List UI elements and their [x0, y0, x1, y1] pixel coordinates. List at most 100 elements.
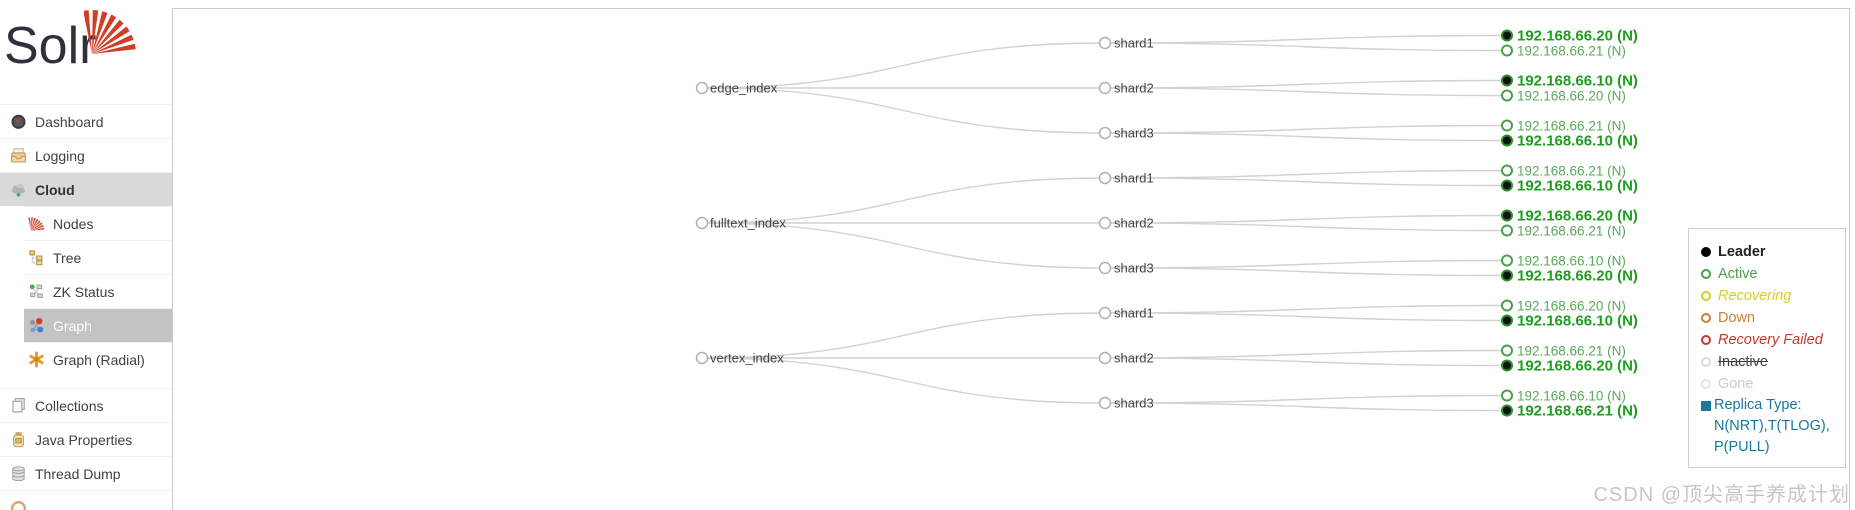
replica-host: 192.168.66.10 (N) [1517, 313, 1638, 330]
replica-node-active[interactable] [1501, 224, 1513, 237]
replica-node-active[interactable] [1501, 119, 1513, 132]
legend-label: Leader [1718, 244, 1766, 260]
sidebar-item-thread-dump[interactable]: Thread Dump [0, 456, 172, 490]
shard-node[interactable] [1098, 261, 1112, 275]
edge-collection-shard [701, 357, 1106, 404]
replica-node-leader[interactable] [1501, 29, 1513, 42]
collection-node[interactable] [695, 81, 709, 95]
watermark: CSDN @顶尖高手养成计划 [1593, 484, 1850, 506]
legend-square-icon [1701, 401, 1711, 411]
shard-node[interactable] [1098, 171, 1112, 185]
replica-node-leader[interactable] [1501, 134, 1513, 147]
replica-host: 192.168.66.20 (N) [1517, 89, 1626, 104]
legend-item-inactive: Inactive [1701, 351, 1845, 373]
replica-host: 192.168.66.10 (N) [1517, 389, 1626, 404]
edge-shard-replica [1104, 304, 1508, 314]
legend-label: Recovery Failed [1718, 332, 1823, 348]
solr-logo[interactable]: Solr [0, 0, 172, 104]
sidebar-item-graph[interactable]: Graph [24, 308, 172, 342]
replica-node-leader[interactable] [1501, 74, 1513, 87]
replica-host: 192.168.66.20 (N) [1517, 268, 1638, 285]
legend-item-replica_type: Replica Type:N(NRT),T(TLOG),P(PULL) [1701, 395, 1845, 458]
replica-node-active[interactable] [1501, 344, 1513, 357]
shard-label: shard3 [1114, 126, 1154, 141]
legend-item-active: Active [1701, 263, 1845, 285]
edge-shard-replica [1104, 349, 1508, 359]
shard-node[interactable] [1098, 351, 1112, 365]
replica-host: 192.168.66.20 (N) [1517, 28, 1638, 45]
shard-node[interactable] [1098, 216, 1112, 230]
collection-label: fulltext_index [710, 216, 786, 231]
sidebar-item-nodes[interactable]: Nodes [24, 206, 172, 240]
legend-item-down: Down [1701, 307, 1845, 329]
sidebar-item-label: Logging [35, 147, 85, 164]
replica-node-active[interactable] [1501, 44, 1513, 57]
replica-node-leader[interactable] [1501, 314, 1513, 327]
sidebar-item-label: ZK Status [53, 283, 115, 300]
sidebar-item-label: Graph (Radial) [53, 351, 145, 368]
sidebar-item-graph-radial[interactable]: Graph (Radial) [24, 342, 172, 376]
replica-host: 192.168.66.20 (N) [1517, 208, 1638, 225]
legend-circle-icon [1701, 335, 1711, 345]
shard-node[interactable] [1098, 81, 1112, 95]
edge-shard-replica [1104, 42, 1508, 52]
edge-collection-shard [701, 87, 1106, 134]
replica-node-leader[interactable] [1501, 269, 1513, 282]
sidebar-item-tree[interactable]: Tree [24, 240, 172, 274]
sidebar-item-label: Nodes [53, 215, 94, 232]
sidebar-item-cloud[interactable]: Cloud [0, 172, 172, 206]
shard-label: shard2 [1114, 216, 1154, 231]
replica-host: 192.168.66.21 (N) [1517, 344, 1626, 359]
legend-item-leader: Leader [1701, 241, 1845, 263]
collection-node[interactable] [695, 351, 709, 365]
edge-shard-replica [1104, 132, 1508, 142]
sidebar-item-dashboard[interactable]: Dashboard [0, 104, 172, 138]
replica-node-leader[interactable] [1501, 404, 1513, 417]
legend-replica-type-line: N(NRT),T(TLOG), [1714, 418, 1830, 434]
sidebar-item-logging[interactable]: Logging [0, 138, 172, 172]
sidebar-item-java-properties[interactable]: Java Properties [0, 422, 172, 456]
sidebar-item-label: Graph [53, 317, 92, 334]
legend-circle-icon [1701, 379, 1711, 389]
collections-icon [10, 397, 27, 414]
replica-node-leader[interactable] [1501, 359, 1513, 372]
shard-node[interactable] [1098, 126, 1112, 140]
shard-node[interactable] [1098, 36, 1112, 50]
edge-shard-replica [1104, 169, 1508, 179]
shard-node[interactable] [1098, 396, 1112, 410]
replica-node-active[interactable] [1501, 254, 1513, 267]
replica-node-active[interactable] [1501, 164, 1513, 177]
sidebar-item-zk-status[interactable]: ZK Status [24, 274, 172, 308]
shard-label: shard3 [1114, 396, 1154, 411]
replica-node-leader[interactable] [1501, 179, 1513, 192]
tree-icon [28, 249, 45, 266]
replica-node-active[interactable] [1501, 299, 1513, 312]
legend-circle-icon [1701, 269, 1711, 279]
replica-node-leader[interactable] [1501, 209, 1513, 222]
legend-label: Active [1718, 266, 1758, 282]
thread-dump-icon [10, 465, 27, 482]
java-properties-icon [10, 431, 27, 448]
replica-host: 192.168.66.20 (N) [1517, 358, 1638, 375]
sidebar-item-collections[interactable]: Collections [0, 388, 172, 422]
sidebar-item-label: Collections [35, 397, 104, 414]
collection-node[interactable] [695, 216, 709, 230]
graph-icon [28, 317, 45, 334]
shard-node[interactable] [1098, 306, 1112, 320]
edge-shard-replica [1104, 312, 1508, 322]
replica-node-active[interactable] [1501, 89, 1513, 102]
replica-node-active[interactable] [1501, 389, 1513, 402]
legend-label: Inactive [1718, 354, 1768, 370]
shard-label: shard2 [1114, 81, 1154, 96]
legend-label: Gone [1718, 376, 1754, 392]
edge-shard-replica [1104, 267, 1508, 277]
solr-logo-wordmark: Solr [4, 17, 97, 75]
sidebar-item-partial-bottom[interactable] [0, 490, 172, 510]
legend-circle-icon [1701, 291, 1711, 301]
legend-replica-type-line: P(PULL) [1714, 439, 1770, 455]
